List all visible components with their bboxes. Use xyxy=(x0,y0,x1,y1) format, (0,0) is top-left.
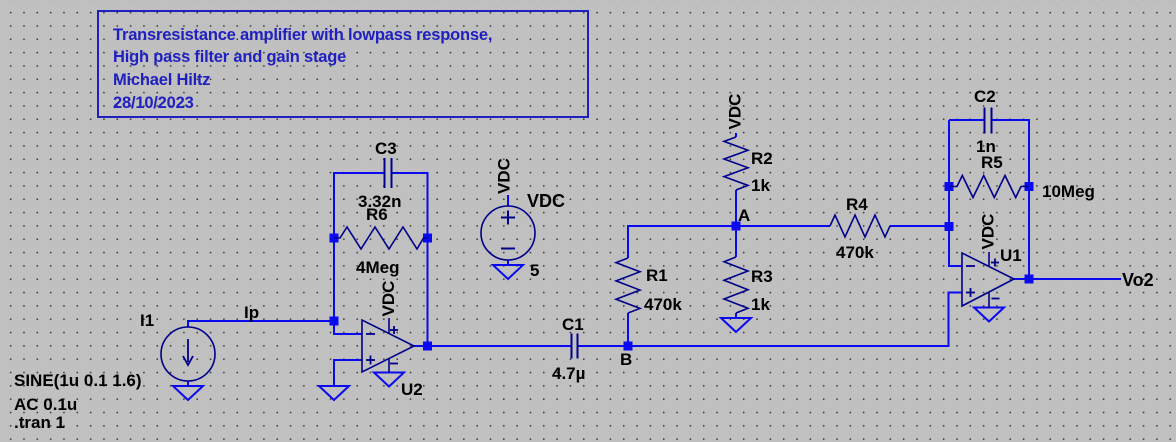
resistor-zigzag[interactable] xyxy=(721,256,751,314)
ref-r3: R3 xyxy=(751,267,773,286)
wire-feedback-left[interactable] xyxy=(333,172,385,321)
title-block[interactable]: Transresistance amplifier with lowpass r… xyxy=(97,10,589,118)
net-label-vdc-source: VDC xyxy=(495,158,514,194)
value-r6: 4Meg xyxy=(356,258,399,277)
net-label-b: B xyxy=(620,350,632,369)
current-arrow-head xyxy=(182,355,194,367)
title-block-border xyxy=(97,10,589,118)
junction-dot xyxy=(329,316,339,326)
wire-feedback-right[interactable] xyxy=(391,172,429,346)
resistor-zigzag[interactable] xyxy=(829,213,891,239)
ref-r1: R1 xyxy=(646,266,668,285)
current-source-body[interactable] xyxy=(160,326,216,382)
ref-u1: U1 xyxy=(1000,246,1022,265)
junction-dot xyxy=(731,221,741,231)
opamp-triangle[interactable] xyxy=(361,318,416,374)
resistor-zigzag[interactable] xyxy=(613,257,643,314)
net-label-vdc-r2: VDC xyxy=(726,94,745,130)
wire-node-to-u1-neg[interactable] xyxy=(948,120,962,267)
value-r1: 470k xyxy=(644,295,682,314)
current-source-i1[interactable] xyxy=(160,326,216,382)
capacitor-c2[interactable] xyxy=(983,107,993,134)
wire-i1-to-u2[interactable] xyxy=(187,320,334,327)
title-line-3: Michael Hiltz xyxy=(113,71,210,89)
ref-c1: C1 xyxy=(562,315,584,334)
junction-dot xyxy=(623,341,633,351)
resistor-r1[interactable] xyxy=(613,257,643,314)
capacitor-c1[interactable] xyxy=(570,333,579,359)
ref-vdc: VDC xyxy=(527,191,565,211)
net-label-a: A xyxy=(738,206,750,225)
ref-r2: R2 xyxy=(751,149,773,168)
resistor-zigzag[interactable] xyxy=(721,136,751,191)
resistor-zigzag[interactable] xyxy=(334,225,428,251)
wire-u2-pos-input[interactable] xyxy=(333,359,362,386)
junction-dot xyxy=(1024,274,1034,284)
ground-symbol-i1[interactable] xyxy=(170,385,206,402)
voltage-source-vdc[interactable] xyxy=(480,205,536,261)
ref-r6: R6 xyxy=(366,205,388,224)
spice-directive-sine[interactable]: SINE(1u 0.1 1.6) xyxy=(14,371,142,390)
title-line-2: High pass filter and gain stage xyxy=(113,48,346,66)
ref-u2: U2 xyxy=(401,380,423,399)
voltage-source-body[interactable] xyxy=(480,205,536,261)
wires[interactable] xyxy=(187,119,1121,386)
ref-c3: C3 xyxy=(375,139,397,158)
value-vdc: 5 xyxy=(530,261,539,280)
opamp-u1[interactable] xyxy=(961,251,1016,308)
value-c1: 4.7µ xyxy=(552,364,585,383)
spice-directive-tran[interactable]: .tran 1 xyxy=(14,413,65,432)
resistor-zigzag[interactable] xyxy=(949,173,1029,200)
ref-c2: C2 xyxy=(974,87,996,106)
value-c3: 3.32n xyxy=(358,192,401,211)
ground-symbol-u1-vee[interactable] xyxy=(971,306,1007,323)
ground-symbol-r3[interactable] xyxy=(718,317,754,334)
resistor-r4[interactable] xyxy=(829,213,891,239)
ground-symbol-vdc[interactable] xyxy=(490,264,526,281)
title-line-4: 28/10/2023 xyxy=(113,94,194,112)
value-r4: 470k xyxy=(836,243,874,262)
net-label-vo2: Vo2 xyxy=(1122,270,1154,290)
resistor-r3[interactable] xyxy=(721,256,751,314)
net-label-vdc-u2: VDC xyxy=(379,281,398,317)
ref-r5: R5 xyxy=(981,153,1003,172)
wire-b-to-u1-pos[interactable] xyxy=(628,291,962,347)
ref-r4: R4 xyxy=(846,195,868,214)
value-r3: 1k xyxy=(751,295,770,314)
capacitor-c3[interactable] xyxy=(383,158,393,188)
junction-dot xyxy=(423,341,432,351)
spice-directive-ac[interactable]: AC 0.1u xyxy=(14,395,77,414)
value-c2: 1n xyxy=(976,137,996,156)
junction-dots xyxy=(329,182,1034,351)
opamp-triangle[interactable] xyxy=(961,251,1016,308)
value-r5: 10Meg xyxy=(1042,182,1095,201)
net-label-ip: Ip xyxy=(244,303,259,322)
title-line-1: Transresistance amplifier with lowpass r… xyxy=(113,26,492,44)
opamp-u2[interactable] xyxy=(361,318,416,374)
ground-symbol-u2-pos[interactable] xyxy=(316,385,352,402)
net-label-vdc-u1: VDC xyxy=(979,214,998,250)
ground-symbols[interactable] xyxy=(170,264,1007,402)
resistor-r6[interactable] xyxy=(334,225,428,251)
wire-r1-to-a[interactable] xyxy=(627,225,736,258)
resistor-r2[interactable] xyxy=(721,136,751,191)
junction-dot xyxy=(944,222,954,231)
ref-i1: I1 xyxy=(140,311,154,330)
ground-symbol-u2-vee[interactable] xyxy=(371,371,407,388)
resistor-r5[interactable] xyxy=(949,173,1029,200)
value-r2: 1k xyxy=(751,176,770,195)
wire-c2-right-rail[interactable] xyxy=(991,119,1030,279)
